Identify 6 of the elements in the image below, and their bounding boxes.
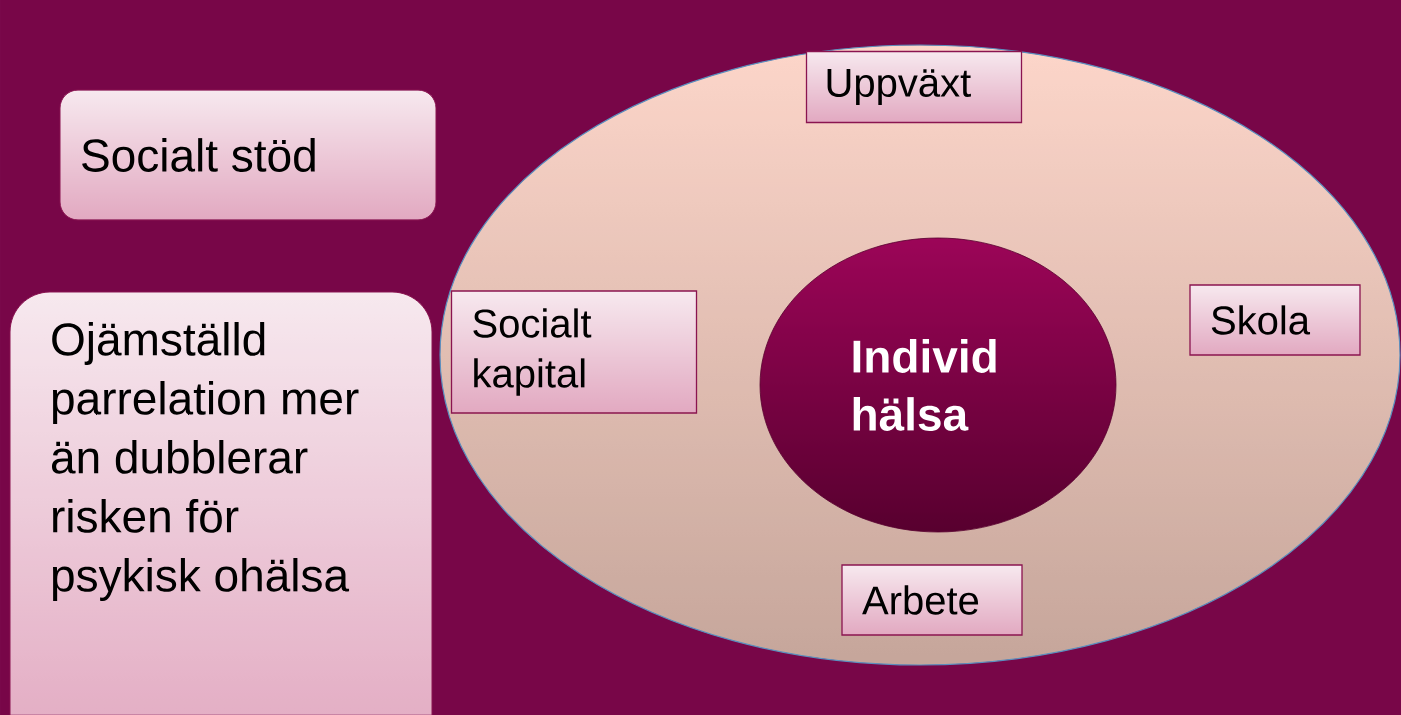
label-box: Uppväxt [805,50,1023,124]
text-box: Socialt stöd [59,89,437,221]
label-box: Socialt kapital [450,290,698,414]
label-box: Arbete [841,564,1023,636]
text-box: Ojämställd parrelation mer än dubblerar risken för psykisk ohälsa [9,291,433,715]
label-box: Skola [1189,284,1361,356]
